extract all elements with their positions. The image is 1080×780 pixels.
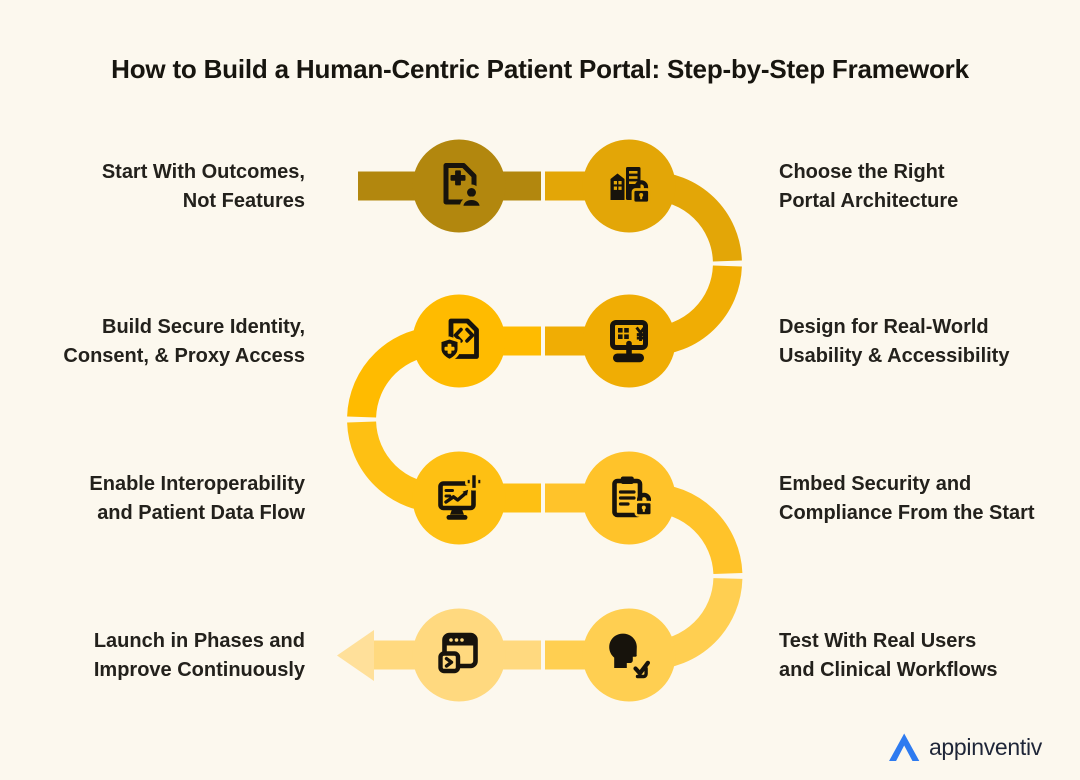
kiosk-touchscreen-icon: [610, 320, 648, 363]
appinventiv-logo-mark-icon: [888, 733, 920, 761]
head-check-icon: [609, 633, 650, 679]
step-node-1: [412, 139, 506, 233]
step-label-enable-interoperability: Enable Interoperability and Patient Data…: [89, 470, 305, 528]
clipboard-lock-icon: [612, 476, 654, 518]
page-title: How to Build a Human-Centric Patient Por…: [111, 54, 969, 84]
medical-record-user-icon: [443, 163, 484, 210]
shield-code-document-icon: [438, 318, 479, 363]
step-label-embed-security-compliance: Embed Security and Compliance From the S…: [779, 470, 1035, 528]
step-label-choose-portal-architecture: Choose the Right Portal Architecture: [779, 158, 958, 216]
step-label-line: Portal Architecture: [779, 190, 959, 212]
step-label-line: Not Features: [182, 190, 305, 212]
step-label-line: Build Secure Identity,: [102, 316, 305, 338]
step-label-line: Consent, & Proxy Access: [63, 345, 305, 367]
step-label-line: Test With Real Users: [779, 630, 977, 652]
step-label-build-secure-identity: Build Secure Identity, Consent, & Proxy …: [63, 313, 305, 371]
step-label-line: Launch in Phases and: [93, 630, 305, 652]
appinventiv-logo-text: appinventiv: [928, 734, 1042, 760]
buildings-lock-icon: [610, 167, 651, 205]
step-label-line: Choose the Right: [779, 161, 945, 183]
step-label-test-real-users: Test With Real Users and Clinical Workfl…: [779, 627, 998, 685]
step-label-line: Embed Security and: [779, 473, 972, 495]
brand-logo: appinventiv: [886, 731, 1042, 764]
step-label-line: Improve Continuously: [93, 659, 305, 681]
step-label-line: and Patient Data Flow: [97, 502, 305, 524]
step-label-line: and Clinical Workflows: [779, 659, 998, 681]
browser-code-icon: [438, 632, 478, 674]
step-label-line: Start With Outcomes,: [101, 161, 305, 183]
step-label-design-usability-accessibility: Design for Real-World Usability & Access…: [779, 313, 1009, 371]
step-label-start-with-outcomes: Start With Outcomes, Not Features: [102, 158, 305, 216]
step-label-line: Compliance From the Start: [779, 502, 1035, 524]
monitor-chart-plus-icon: [438, 472, 483, 520]
flow-end-arrowhead: [337, 630, 374, 681]
step-label-line: Enable Interoperability: [89, 473, 305, 495]
step-label-line: Design for Real-World: [779, 316, 989, 338]
step-label-line: Usability & Accessibility: [779, 345, 1010, 367]
step-label-launch-in-phases: Launch in Phases and Improve Continuousl…: [94, 627, 305, 685]
